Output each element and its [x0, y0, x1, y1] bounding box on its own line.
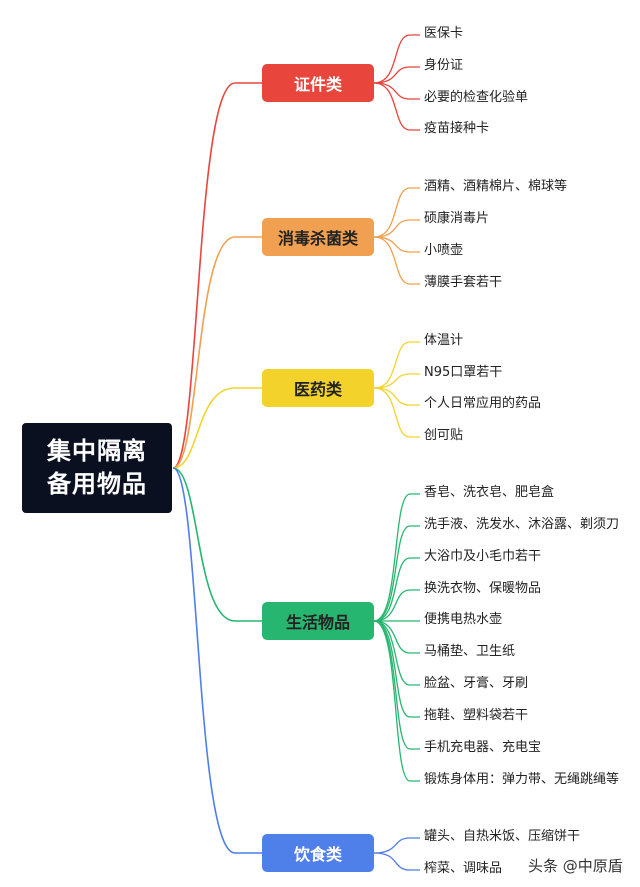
root-branch-connector — [172, 467, 262, 854]
leaf-item: 个人日常应用的药品 — [424, 396, 542, 411]
root-branch-connector — [172, 387, 262, 469]
root-title-line2: 备用物品 — [47, 470, 147, 498]
leaf-item: 拖鞋、塑料袋若干 — [424, 708, 529, 723]
leaf-item: 锻炼身体用：弹力带、无绳跳绳等 — [424, 772, 620, 787]
leaf-connector — [373, 589, 420, 622]
leaf-item: 创可贴 — [424, 428, 464, 443]
leaf-connector — [373, 493, 420, 622]
leaf-connector — [373, 373, 420, 389]
leaf-connector — [373, 387, 420, 438]
category-node: 证件类 — [262, 64, 374, 102]
leaf-connector — [373, 620, 420, 686]
leaf-connector — [373, 34, 420, 84]
watermark: 头条 @中原盾 — [528, 857, 623, 875]
root-title-line1: 集中隔离 — [47, 437, 147, 465]
leaf-connector — [373, 82, 420, 131]
leaf-item: 香皂、洗衣皂、肥皂盒 — [424, 485, 555, 500]
leaf-connector — [373, 837, 420, 854]
leaf-item: N95口罩若干 — [424, 365, 503, 380]
leaf-connector — [373, 852, 420, 871]
leaf-connector — [373, 82, 420, 100]
category-node: 消毒杀菌类 — [262, 218, 374, 256]
leaf-item: 小喷壶 — [424, 243, 464, 258]
leaf-item: 薄膜手套若干 — [424, 275, 503, 290]
leaf-item: 便携电热水壶 — [424, 612, 503, 627]
leaf-connector — [373, 557, 420, 622]
leaf-connector — [373, 66, 420, 84]
leaf-connector — [373, 341, 420, 389]
leaf-connector — [373, 620, 420, 654]
category-node: 生活物品 — [262, 602, 374, 640]
leaf-item: 身份证 — [424, 58, 464, 73]
leaf-item: 马桶垫、卫生纸 — [424, 644, 516, 659]
leaf-item: 体温计 — [424, 333, 464, 348]
leaf-item: 医保卡 — [424, 26, 464, 41]
leaf-item: 脸盆、牙膏、牙刷 — [424, 676, 529, 691]
leaf-item: 洗手液、洗发水、沐浴露、剃须刀 — [424, 517, 620, 532]
leaf-connector — [373, 236, 420, 285]
leaf-item: 硕康消毒片 — [424, 211, 490, 226]
leaf-item: 榨菜、调味品 — [424, 861, 503, 876]
leaf-connector — [373, 387, 420, 406]
root-branch-connector — [172, 236, 262, 469]
leaf-item: 罐头、自热米饭、压缩饼干 — [424, 829, 581, 844]
category-node: 饮食类 — [262, 834, 374, 872]
root-node: 集中隔离 备用物品 — [22, 423, 172, 513]
category-node: 医药类 — [262, 369, 374, 407]
root-branch-connector — [172, 467, 262, 622]
leaf-item: 换洗衣物、保暖物品 — [424, 581, 542, 596]
root-branch-connector — [172, 82, 262, 469]
leaf-item: 酒精、酒精棉片、棉球等 — [424, 179, 568, 194]
leaf-item: 大浴巾及小毛巾若干 — [424, 549, 542, 564]
leaf-connector — [373, 187, 420, 238]
leaf-connector — [373, 620, 420, 782]
leaf-item: 必要的检查化验单 — [424, 90, 529, 105]
leaf-item: 手机充电器、充电宝 — [424, 740, 542, 755]
leaf-connector — [373, 525, 420, 622]
leaf-item: 疫苗接种卡 — [424, 121, 490, 136]
leaf-connector — [373, 219, 420, 238]
leaf-connector — [373, 236, 420, 253]
